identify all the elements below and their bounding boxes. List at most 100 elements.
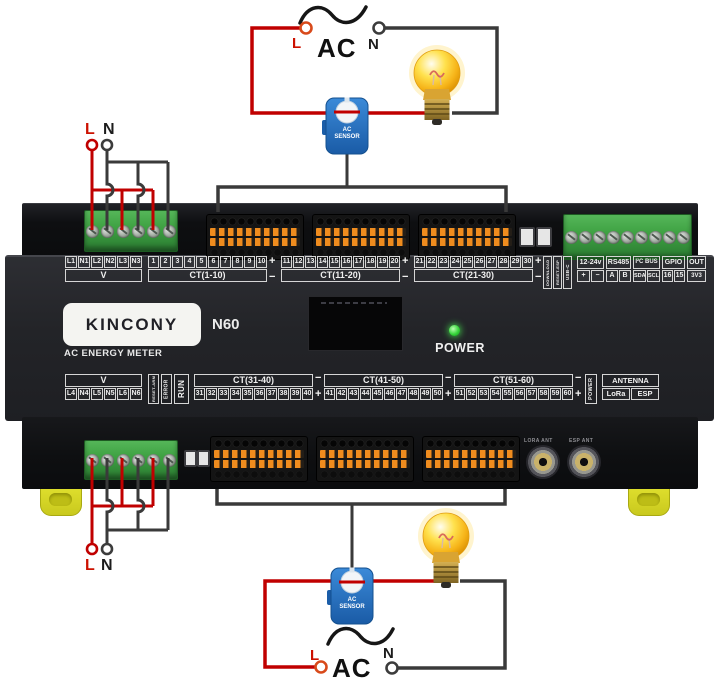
ct-number-cell: 16	[341, 256, 352, 268]
ct-number-cell: 22	[426, 256, 437, 268]
plus-sign: +	[315, 388, 322, 400]
terminal-label-cell: L2	[91, 256, 103, 268]
run-label: RUN	[174, 374, 189, 404]
ct-number-cell: 54	[490, 388, 501, 400]
terminal-screw	[162, 224, 176, 238]
ct-number-cell: 5	[196, 256, 207, 268]
ct-number-cell: 31	[194, 388, 205, 400]
reset-arm-label: RESET-ARM	[148, 374, 159, 404]
plus-sign: +	[445, 388, 452, 400]
ct-number-cell: 13	[305, 256, 316, 268]
ct-number-cell: 23	[438, 256, 449, 268]
top-circuit-neutral-wire	[384, 26, 499, 115]
ct-number-cell: 28	[498, 256, 509, 268]
power-led-label: POWER	[435, 341, 485, 355]
terminal-screw	[86, 224, 100, 238]
power-vertical-label: POWER	[585, 374, 597, 404]
ct-number-cell: 43	[348, 388, 359, 400]
ct-bracket-bottom	[215, 489, 507, 506]
terminal-label-cell: N6	[130, 388, 142, 400]
reset-esp-button[interactable]	[536, 227, 552, 247]
aux-button[interactable]	[197, 450, 210, 467]
plus-sign: +	[402, 255, 409, 267]
terminal-screw	[116, 453, 130, 467]
oled-display	[308, 296, 403, 351]
terminal-screw	[606, 230, 620, 244]
terminal-label-cell: L3	[117, 256, 129, 268]
esp-antenna-connector	[567, 445, 601, 479]
io-cell: B	[619, 270, 631, 282]
ct-number-cell: 18	[365, 256, 376, 268]
ct-number-cell: 53	[478, 388, 489, 400]
ct-number-cell: 6	[208, 256, 219, 268]
ct-title: CT(1-10)	[148, 269, 267, 282]
ct-number-cell: 1	[148, 256, 159, 268]
ct-number-cell: 38	[278, 388, 289, 400]
ct-number-cell: 29	[510, 256, 521, 268]
reset-esp-label: RESET-ESP	[553, 256, 562, 289]
ct-number-cell: 36	[254, 388, 265, 400]
ct-number-cell: 37	[266, 388, 277, 400]
ct-number-cell: 60	[562, 388, 573, 400]
ac-neutral-terminal-bottom	[385, 661, 399, 675]
ct-number-cell: 24	[450, 256, 461, 268]
ct-number-cell: 45	[372, 388, 383, 400]
live-label-top-circuit: L	[292, 35, 302, 52]
usb-c-label: USB-C	[563, 256, 572, 289]
minus-sign: −	[575, 372, 582, 384]
ac-neutral-terminal-top	[372, 21, 386, 35]
io-title: 12-24v	[577, 256, 604, 269]
antenna-cell: LoRa	[602, 388, 630, 400]
ct-number-cell: 41	[324, 388, 335, 400]
terminal-label-cell: N2	[104, 256, 116, 268]
terminal-label-cell: L5	[91, 388, 103, 400]
ac-current-sensor-bottom	[326, 567, 374, 625]
ct-number-cell: 7	[220, 256, 231, 268]
brand-logo: KINCONY	[63, 303, 201, 346]
minus-sign: −	[315, 372, 322, 384]
minus-sign: −	[402, 271, 409, 283]
ct-connector-1-10	[206, 214, 304, 260]
ct-number-cell: 32	[206, 388, 217, 400]
ct-number-cell: 15	[329, 256, 340, 268]
io-cell: 15	[674, 270, 685, 282]
out-labels: OUT 3V3	[687, 256, 706, 282]
ct-number-cell: 33	[218, 388, 229, 400]
terminal-label-cell: N3	[130, 256, 142, 268]
power-in-labels: 12-24v +−	[577, 256, 604, 282]
plus-sign: +	[575, 388, 582, 400]
model-label: N60	[212, 316, 240, 333]
neutral-label-top-circuit: N	[368, 36, 379, 53]
ac-source-label-bottom: AC	[332, 653, 372, 683]
live-label-top-left: L	[85, 121, 95, 138]
terminal-screw	[132, 224, 146, 238]
ct-connector-51-60	[422, 436, 520, 482]
ct-number-cell: 19	[377, 256, 388, 268]
live-terminal-dot-bottom-left	[85, 542, 99, 556]
reset-arm-button[interactable]	[184, 450, 197, 467]
minus-sign: −	[535, 271, 542, 283]
ct-number-cell: 49	[420, 388, 431, 400]
esp-ant-port-label: ESP ANT	[569, 438, 594, 444]
terminal-label-cell: L1	[65, 256, 77, 268]
bottom-circuit-neutral-wire	[397, 579, 507, 670]
ct-connector-11-20	[312, 214, 410, 260]
download-button[interactable]	[519, 227, 535, 247]
live-label-bottom-circuit: L	[310, 647, 320, 664]
io-title: RS485	[606, 256, 631, 269]
io-cell: SDA	[633, 270, 646, 282]
voltage-terminal-block-bottom	[84, 440, 178, 480]
ct-number-cell: 26	[474, 256, 485, 268]
ct-number-cell: 42	[336, 388, 347, 400]
terminal-label-cell: L6	[117, 388, 129, 400]
ct-number-cell: 58	[538, 388, 549, 400]
